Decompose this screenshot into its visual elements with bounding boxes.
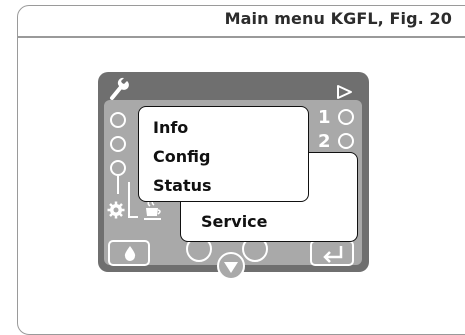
connector-line: [117, 176, 119, 194]
left-led-2: [110, 136, 126, 152]
down-arrow-button[interactable]: [217, 252, 245, 280]
side-number-2: 2: [318, 131, 331, 152]
right-led-2: [338, 133, 354, 149]
down-arrow-icon: [224, 262, 238, 273]
water-drop-icon: [124, 246, 136, 261]
menu-item-info[interactable]: Info: [153, 118, 189, 137]
menu-item-service[interactable]: Service: [201, 212, 268, 231]
wrench-icon: [110, 77, 129, 100]
play-triangle-icon: [337, 85, 352, 99]
main-menu-popup: Info Config Status: [138, 106, 309, 202]
connector-line: [128, 182, 130, 218]
figure-caption: Main menu KGFL, Fig. 20: [224, 9, 452, 28]
menu-item-status[interactable]: Status: [153, 176, 212, 195]
cup-icon: [144, 199, 161, 220]
connector-line: [128, 216, 138, 218]
water-drop-button[interactable]: [108, 240, 150, 266]
side-number-1: 1: [318, 107, 331, 128]
enter-icon: [323, 246, 343, 263]
menu-item-config[interactable]: Config: [153, 147, 211, 166]
enter-button[interactable]: [310, 240, 354, 266]
left-led-1: [110, 112, 126, 128]
gear-icon: [107, 201, 125, 219]
right-led-1: [338, 109, 354, 125]
left-led-3: [110, 160, 126, 176]
header-rule: [18, 36, 465, 38]
